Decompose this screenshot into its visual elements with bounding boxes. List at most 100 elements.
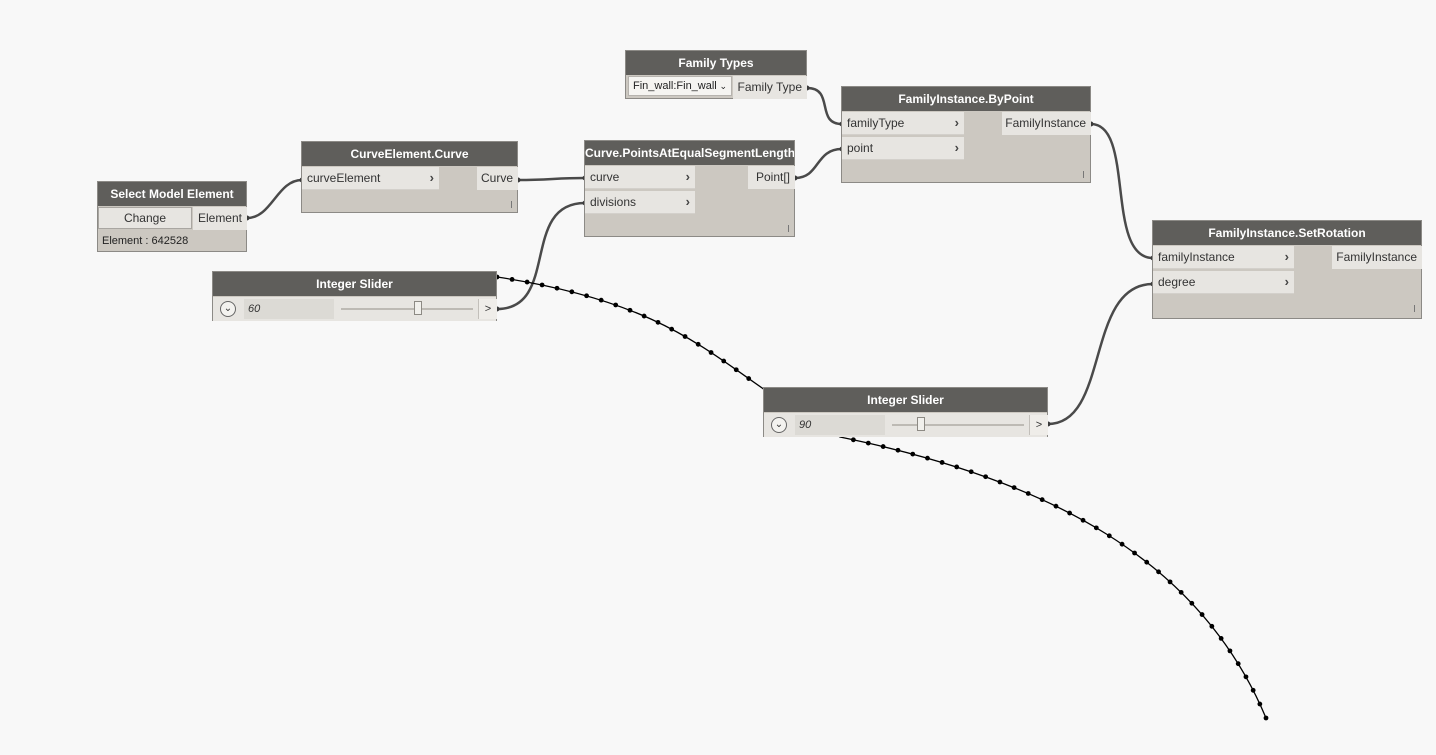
preview-point (509, 276, 515, 282)
preview-point (1235, 661, 1241, 667)
change-button[interactable]: Change (98, 207, 192, 229)
node-familyinstance-bypoint[interactable]: FamilyInstance.ByPoint familyType › poin… (841, 86, 1091, 183)
preview-point (1039, 497, 1045, 503)
preview-point (554, 285, 560, 291)
preview-point (1209, 623, 1215, 629)
preview-point (733, 367, 739, 373)
chevron-down-icon: ⌄ (719, 81, 727, 91)
preview-point (1011, 485, 1017, 490)
preview-point (1250, 687, 1256, 693)
slider-value[interactable]: 90 (795, 415, 885, 435)
slider-track[interactable] (341, 308, 473, 310)
increment-button[interactable]: > (478, 299, 497, 319)
wire-curve-to-curvepoints (517, 176, 586, 182)
output-port-points[interactable]: Point[] (748, 166, 795, 189)
preview-point (524, 279, 530, 285)
preview-point (746, 376, 752, 381)
preview-point (880, 444, 886, 449)
preview-point (1243, 674, 1249, 680)
slider-row: ⌄ 90 > (764, 413, 1048, 437)
output-port-curve[interactable]: Curve (477, 167, 518, 190)
node-familyinstance-setrotation[interactable]: FamilyInstance.SetRotation familyInstanc… (1152, 220, 1422, 319)
resize-grip[interactable] (1083, 171, 1084, 178)
slider-value[interactable]: 60 (244, 299, 334, 319)
output-port-element[interactable]: Element (193, 207, 247, 230)
preview-point (721, 358, 727, 364)
slider-row: ⌄ 60 > (213, 297, 497, 321)
node-title: Select Model Element (98, 182, 246, 206)
preview-point (850, 437, 856, 443)
preview-point (939, 460, 945, 465)
port-label: familyInstance (1158, 250, 1235, 264)
wire-familyinstance-to-setrotation (1090, 122, 1154, 260)
preview-point (968, 469, 974, 475)
preview-point (1199, 612, 1205, 617)
chevron-right-icon: › (1284, 249, 1289, 264)
chevron-right-icon: › (429, 170, 434, 185)
input-port-familytype[interactable]: familyType › (842, 112, 964, 135)
preview-curve (496, 276, 1267, 719)
expand-icon[interactable]: ⌄ (220, 301, 236, 317)
node-integer-slider-divisions[interactable]: Integer Slider ⌄ 60 > (212, 271, 497, 321)
preview-point (613, 302, 619, 308)
output-port-familyinstance[interactable]: FamilyInstance (1332, 246, 1422, 269)
input-port-familyinstance[interactable]: familyInstance › (1153, 246, 1294, 269)
node-select-model-element[interactable]: Select Model Element Change Element Elem… (97, 181, 247, 252)
preview-points (494, 274, 1269, 721)
preview-point (1227, 648, 1233, 654)
input-port-divisions[interactable]: divisions › (585, 191, 695, 214)
preview-point (695, 341, 701, 347)
family-type-dropdown[interactable]: Fin_wall:Fin_wall ⌄ (628, 76, 732, 96)
chevron-right-icon: › (685, 169, 690, 184)
input-port-degree[interactable]: degree › (1153, 271, 1294, 294)
node-integer-slider-degree[interactable]: Integer Slider ⌄ 90 > (763, 387, 1048, 437)
node-family-types[interactable]: Family Types Fin_wall:Fin_wall ⌄ Family … (625, 50, 807, 99)
preview-point (1167, 579, 1173, 585)
preview-point (655, 319, 661, 325)
wire-points-to-bypoint (794, 147, 843, 180)
preview-point (865, 440, 871, 446)
preview-point (569, 289, 575, 295)
input-port-curveelement[interactable]: curveElement › (302, 167, 439, 190)
node-title: Family Types (626, 51, 806, 75)
preview-point (1156, 569, 1161, 575)
node-title: CurveElement.Curve (302, 142, 517, 166)
preview-point (1025, 491, 1031, 496)
preview-point (1178, 589, 1184, 595)
input-port-curve[interactable]: curve › (585, 166, 695, 189)
input-port-point[interactable]: point › (842, 137, 964, 160)
preview-point (1189, 600, 1195, 606)
output-port-familyinstance[interactable]: FamilyInstance (1002, 112, 1091, 135)
preview-point (669, 326, 675, 332)
port-label: curve (590, 170, 620, 184)
preview-point (910, 451, 916, 457)
wire-element-to-curveelement (246, 178, 303, 220)
port-label: divisions (590, 195, 637, 209)
slider-thumb[interactable] (917, 417, 926, 431)
preview-point (627, 307, 633, 313)
preview-point (708, 350, 714, 355)
preview-point (641, 313, 647, 319)
preview-point (1132, 550, 1137, 556)
output-port-family-type[interactable]: Family Type (733, 76, 807, 99)
preview-point (584, 293, 589, 299)
expand-icon[interactable]: ⌄ (771, 417, 787, 433)
preview-point (598, 297, 604, 303)
resize-grip[interactable] (511, 201, 512, 208)
port-label: familyType (847, 116, 905, 130)
slider-thumb[interactable] (413, 301, 422, 315)
node-curve-points-at-equal-segment-length[interactable]: Curve.PointsAtEqualSegmentLength curve ›… (584, 140, 795, 237)
port-label: curveElement (307, 171, 381, 185)
node-curveelement-curve[interactable]: CurveElement.Curve curveElement › Curve (301, 141, 518, 213)
increment-button[interactable]: > (1029, 415, 1048, 435)
slider-track[interactable] (892, 424, 1024, 426)
port-label: degree (1158, 275, 1196, 289)
preview-point (895, 447, 901, 453)
port-label: point (847, 141, 874, 155)
resize-grip[interactable] (1414, 305, 1415, 312)
dropdown-value: Fin_wall:Fin_wall (633, 80, 717, 92)
wire-slider-to-divisions (496, 201, 586, 311)
resize-grip[interactable] (788, 225, 789, 232)
wire-familytype-to-bypoint (806, 86, 843, 126)
